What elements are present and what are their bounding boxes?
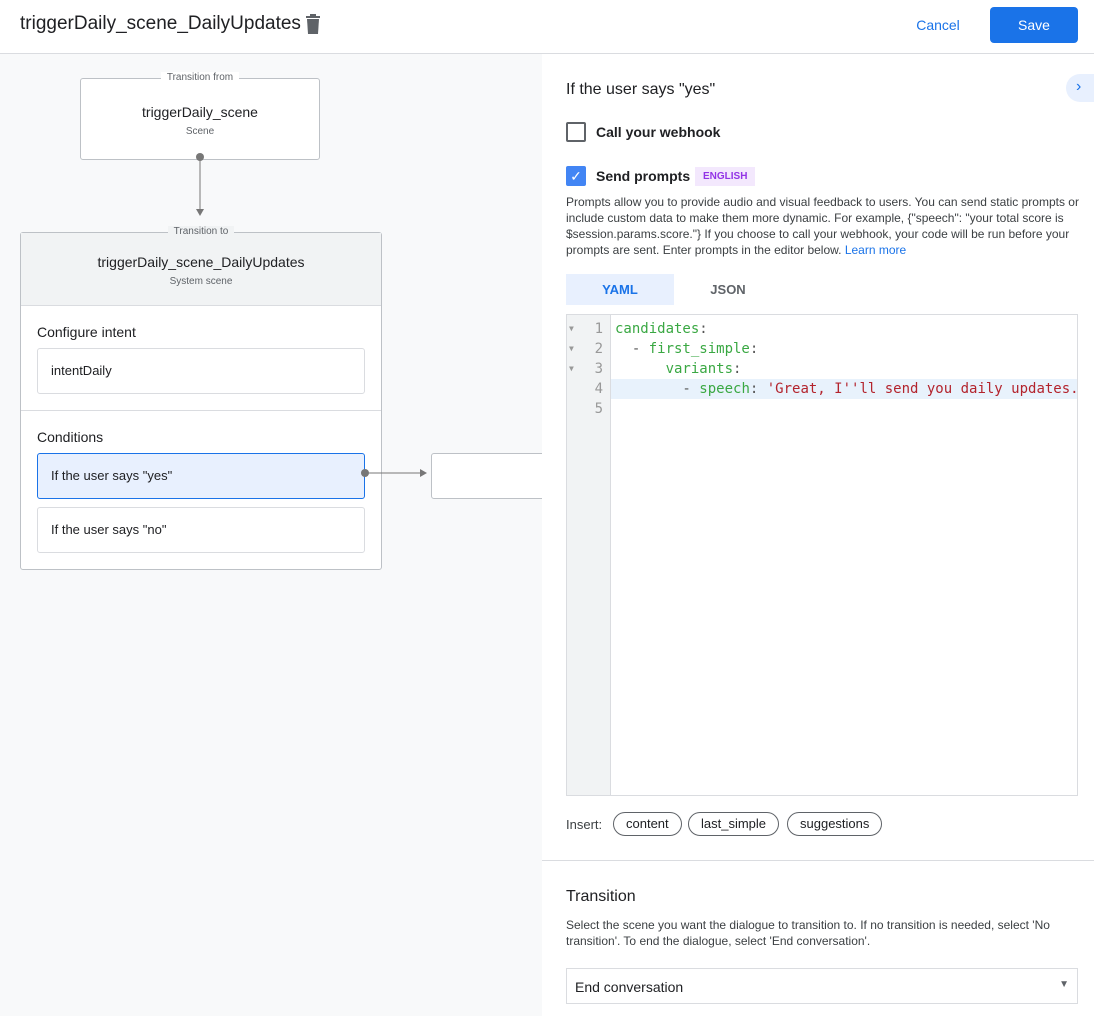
caption: Transition to bbox=[167, 226, 235, 237]
conditions-heading: Conditions bbox=[37, 429, 104, 445]
prompts-description: Prompts allow you to provide audio and v… bbox=[566, 195, 1079, 257]
condition-arrow bbox=[361, 469, 427, 477]
prompts-label: Send prompts bbox=[596, 168, 691, 184]
code-line: - speech: 'Great, I''ll send you daily u… bbox=[615, 381, 1077, 397]
code-line: variants: bbox=[665, 361, 742, 377]
transition-from-node[interactable]: Transition from triggerDaily_scene Scene bbox=[80, 72, 320, 160]
page-title: triggerDaily_scene_DailyUpdates bbox=[20, 13, 301, 34]
line-number: 2 bbox=[594, 341, 603, 357]
chip-last-simple[interactable]: last_simple bbox=[688, 812, 780, 836]
learn-more-link[interactable]: Learn more bbox=[844, 243, 907, 257]
condition-panel: › If the user says "yes" Call your webho… bbox=[542, 54, 1094, 1016]
chip-suggestions[interactable]: suggestions bbox=[787, 812, 883, 836]
cancel-button[interactable]: Cancel bbox=[904, 7, 972, 43]
transition-select[interactable]: End conversation ▼ bbox=[566, 968, 1078, 1004]
header: triggerDaily_scene_DailyUpdates Cancel S… bbox=[0, 0, 1094, 54]
prompts-checkbox[interactable]: ✓ bbox=[566, 166, 586, 186]
scene-name: triggerDaily_scene_DailyUpdates bbox=[97, 254, 305, 270]
chevron-right-icon[interactable]: › bbox=[1066, 74, 1094, 102]
code-line: - first_simple: bbox=[615, 341, 759, 357]
chip-content[interactable]: content bbox=[613, 812, 682, 836]
target-node[interactable] bbox=[431, 453, 542, 499]
scene-name: triggerDaily_scene bbox=[142, 104, 258, 120]
transition-to-node: Transition to triggerDaily_scene_DailyUp… bbox=[20, 226, 382, 570]
dropdown-arrow-icon: ▼ bbox=[1059, 979, 1069, 990]
save-button[interactable]: Save bbox=[990, 7, 1078, 43]
line-number: 5 bbox=[594, 401, 603, 417]
code-editor[interactable]: ▼1 ▼2 ▼3 4 5 candidates: - first_simple:… bbox=[566, 314, 1078, 796]
caption: Transition from bbox=[160, 72, 240, 83]
condition-yes[interactable]: If the user says "yes" bbox=[37, 453, 365, 499]
code-line: candidates: bbox=[615, 321, 708, 337]
language-badge: ENGLISH bbox=[695, 167, 756, 186]
tab-yaml[interactable]: YAML bbox=[566, 274, 674, 305]
connector-arrow bbox=[196, 153, 204, 216]
webhook-label: Call your webhook bbox=[596, 124, 721, 140]
tab-json[interactable]: JSON bbox=[710, 282, 746, 297]
transition-heading: Transition bbox=[566, 888, 636, 905]
line-number: 4 bbox=[594, 381, 603, 397]
panel-heading: If the user says "yes" bbox=[566, 81, 716, 98]
intent-item[interactable]: intentDaily bbox=[37, 348, 365, 394]
scene-type: System scene bbox=[169, 276, 233, 287]
scene-type: Scene bbox=[185, 126, 215, 137]
line-number: 1 bbox=[594, 321, 603, 337]
transition-value: End conversation bbox=[575, 979, 684, 995]
line-number: 3 bbox=[594, 361, 603, 377]
transition-description: Select the scene you want the dialogue t… bbox=[566, 918, 1050, 948]
condition-no[interactable]: If the user says "no" bbox=[37, 507, 365, 553]
webhook-checkbox[interactable] bbox=[566, 122, 586, 142]
intent-heading: Configure intent bbox=[37, 324, 136, 340]
trash-icon[interactable] bbox=[304, 14, 322, 34]
insert-label: Insert: bbox=[566, 817, 603, 832]
check-icon: ✓ bbox=[570, 168, 582, 184]
scene-canvas: Transition from triggerDaily_scene Scene… bbox=[0, 54, 542, 1016]
